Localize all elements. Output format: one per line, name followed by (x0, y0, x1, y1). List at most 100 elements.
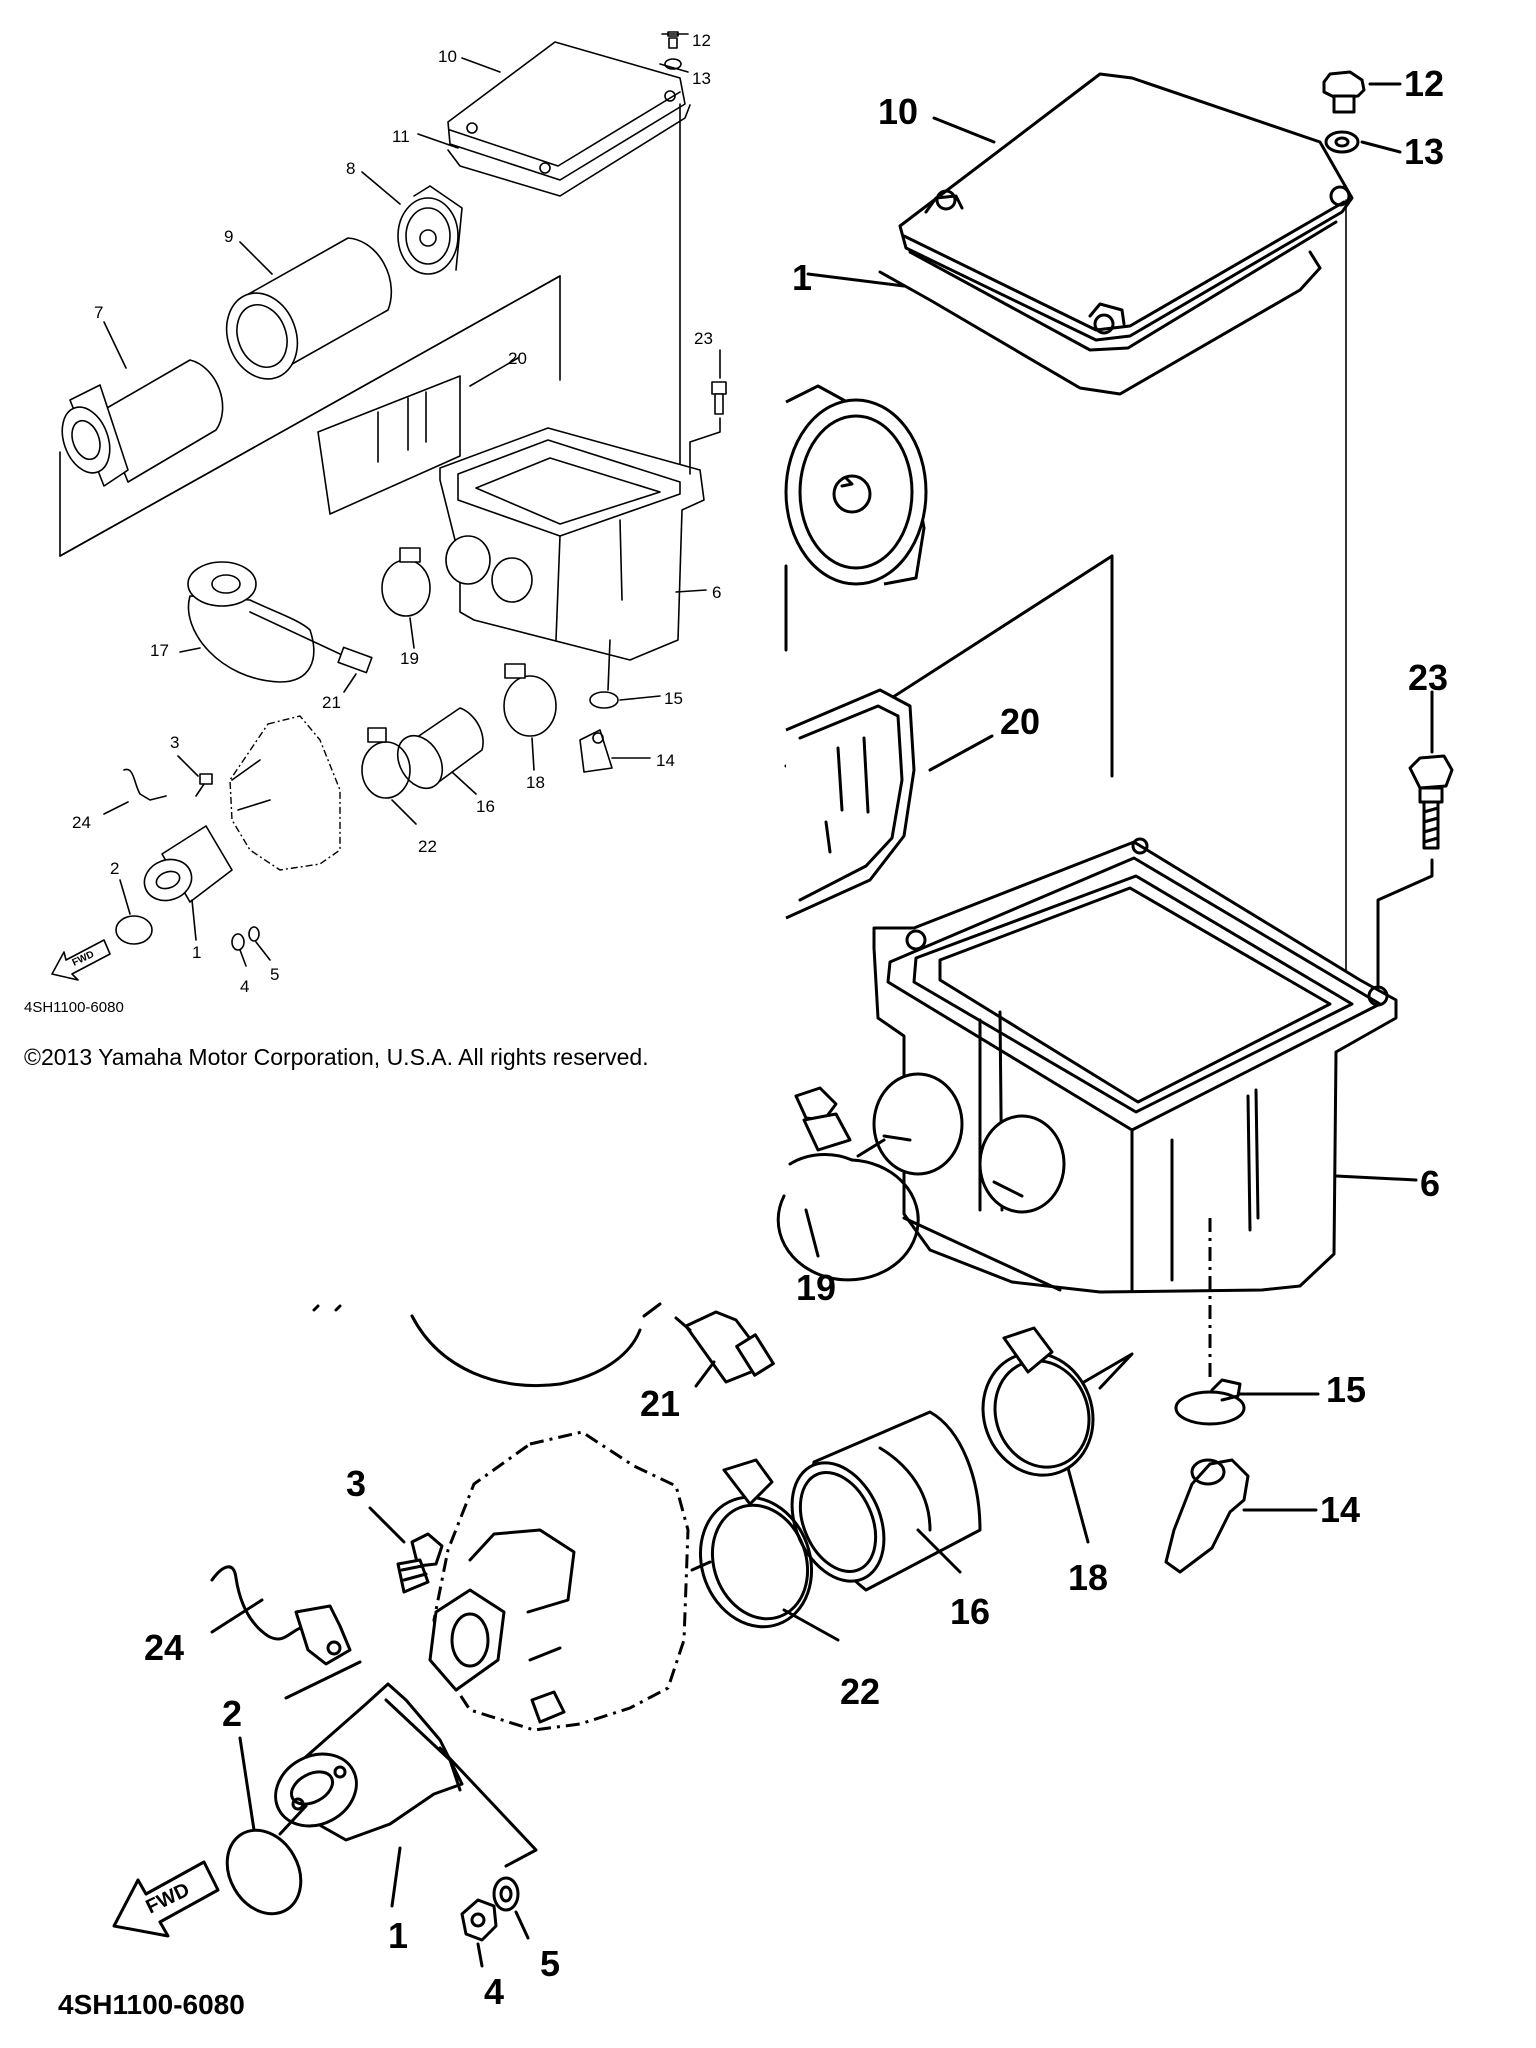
callout-3: 3 (346, 1463, 366, 1504)
part-8-element-cap-small (397, 185, 463, 275)
callout-18: 18 (1068, 1557, 1108, 1598)
part-1-gasket (878, 250, 1322, 396)
part-15-drain (1174, 1378, 1246, 1426)
callout-9-small: 9 (224, 227, 233, 246)
part-23-bolt (1376, 754, 1454, 990)
part-9-element-small (225, 237, 393, 380)
callout-12: 12 (1404, 63, 1444, 104)
callout-23-small: 23 (694, 329, 713, 348)
callout-19-small: 19 (400, 649, 419, 668)
callout-2: 2 (222, 1693, 242, 1734)
part-22-clamp-small (361, 727, 411, 799)
part-18-clamp-small (503, 663, 557, 737)
callout-6: 6 (1420, 1163, 1440, 1204)
callout-24-small: 24 (72, 813, 91, 832)
callout-16: 16 (950, 1591, 990, 1632)
part-21-sensor (674, 1310, 775, 1384)
callout-14: 14 (1320, 1489, 1360, 1530)
part-4-5-nut-washer-small (231, 926, 260, 951)
part-1-joint-small (143, 825, 233, 903)
part-7-element-guide-small (61, 359, 224, 487)
callout-15-small: 15 (664, 689, 683, 708)
corner-marks (312, 1304, 342, 1312)
engine-outline-partial (410, 1302, 662, 1388)
part-17-joint-small (187, 561, 315, 683)
part-6-air-box (872, 837, 1398, 1380)
part-16-joint-small (396, 707, 484, 790)
part-16-joint (790, 1410, 982, 1592)
callout-15: 15 (1326, 1369, 1366, 1410)
part-5-washer (492, 1876, 520, 1912)
carburetor (428, 1430, 690, 1732)
callout-13: 13 (1404, 131, 1444, 172)
callout-17-small: 17 (150, 641, 169, 660)
callout-3-small: 3 (170, 733, 179, 752)
callout-8-small: 8 (346, 159, 355, 178)
part-13-washer (1324, 130, 1360, 154)
callouts-small: 10 11 8 9 7 20 12 13 23 6 17 19 21 15 14… (72, 31, 721, 996)
part-2-o-ring-small (115, 915, 153, 945)
part-24-wire-small (123, 768, 167, 801)
part-2-o-ring (225, 1828, 303, 1916)
callout-1-upper: 1 (792, 257, 812, 298)
callout-7-small: 7 (94, 303, 103, 322)
fwd-arrow-small: FWD (51, 939, 111, 981)
leader-lines (210, 82, 1434, 1968)
callout-20: 20 (1000, 701, 1040, 742)
part-21-sensor-small (249, 611, 373, 674)
detail-diagram: FWD 10 1 1 (58, 63, 1454, 2020)
callout-4-small: 4 (240, 977, 249, 996)
callout-6-small: 6 (712, 583, 721, 602)
bracket-line-right (438, 1746, 538, 1868)
part-23-bolt-small (689, 381, 727, 475)
part-10-air-box-cover-small (447, 41, 686, 181)
part-1-joint (274, 1682, 464, 1842)
callout-10: 10 (878, 91, 918, 132)
callout-1-small: 1 (192, 943, 201, 962)
callout-12-small: 12 (692, 31, 711, 50)
part-14-cap-small (579, 729, 613, 773)
part-4-nut (460, 1898, 498, 1942)
leader-lines-small (103, 33, 721, 967)
callout-16-small: 16 (476, 797, 495, 816)
diagram-code-small: 4SH1100-6080 (24, 999, 124, 1016)
part-8-element-cap (784, 384, 928, 586)
callout-13-small: 13 (692, 69, 711, 88)
callout-23: 23 (1408, 657, 1448, 698)
callout-24: 24 (144, 1627, 184, 1668)
callout-2-small: 2 (110, 859, 119, 878)
part-20-decal-small (317, 375, 461, 515)
callout-10-small: 10 (438, 47, 457, 66)
part-11-gasket-small (447, 104, 691, 197)
part-24-wire (210, 1565, 352, 1666)
bracket-line-left (284, 1660, 362, 1700)
part-20-decal (785, 688, 916, 920)
callout-4: 4 (484, 1971, 504, 2012)
o-ring-guide (278, 1804, 308, 1836)
callout-11-small: 11 (392, 127, 410, 146)
callouts: 10 1 12 13 23 20 6 19 15 21 14 18 16 22 … (144, 63, 1448, 2012)
callout-5-small: 5 (270, 965, 279, 984)
callout-14-small: 14 (656, 751, 675, 770)
part-10-air-box-cover (898, 72, 1354, 352)
callout-20-small: 20 (508, 349, 527, 368)
diagram-code: 4SH1100-6080 (58, 1989, 245, 2020)
callout-18-small: 18 (526, 773, 545, 792)
part-22-clamp (690, 1458, 814, 1629)
callout-19: 19 (796, 1267, 836, 1308)
part-19-clamp (776, 1086, 920, 1282)
callout-22: 22 (840, 1671, 880, 1712)
part-3-bolt-small (195, 773, 213, 797)
part-15-drain-small (589, 639, 619, 709)
callout-5: 5 (540, 1943, 560, 1984)
callout-21: 21 (640, 1383, 680, 1424)
part-14-cap (1164, 1458, 1250, 1574)
part-12-screw (1322, 70, 1366, 114)
copyright-notice: ©2013 Yamaha Motor Corporation, U.S.A. A… (24, 1044, 649, 1070)
callout-1: 1 (388, 1915, 408, 1956)
fwd-arrow: FWD (112, 1860, 220, 1938)
callout-21-small: 21 (322, 693, 341, 712)
overview-diagram: FWD (24, 31, 727, 1016)
carburetor-small (229, 715, 341, 871)
